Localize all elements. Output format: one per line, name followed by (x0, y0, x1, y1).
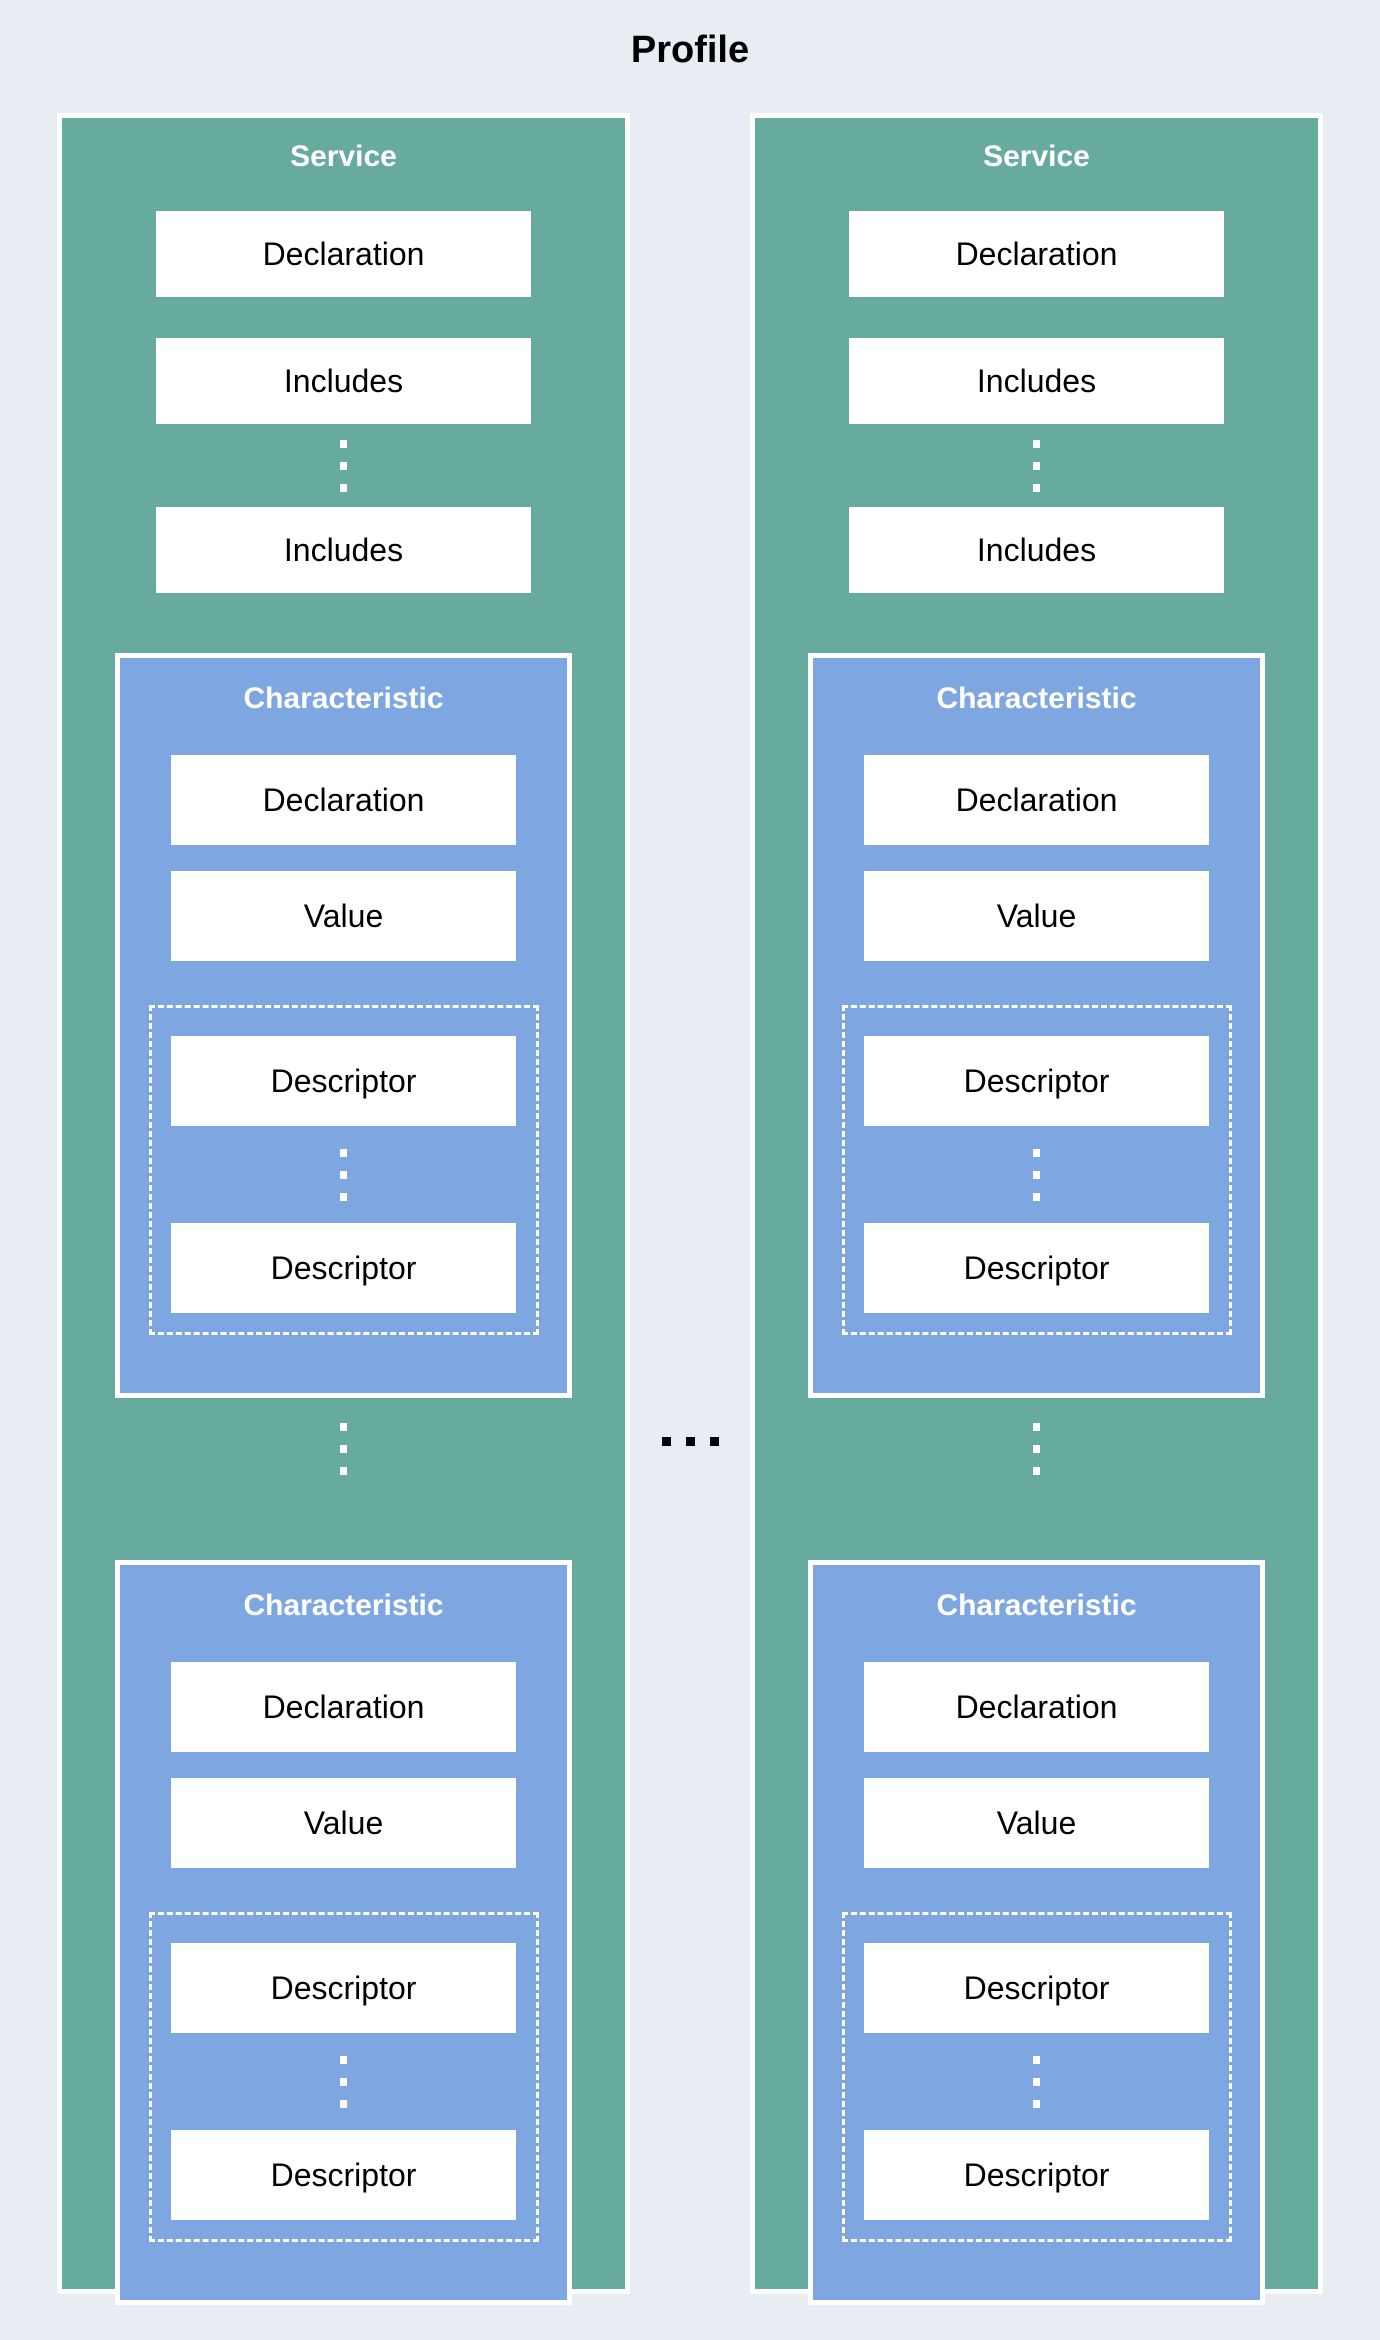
descriptor-box: Descriptor (864, 1943, 1209, 2033)
descriptor-box: Descriptor (171, 1223, 516, 1313)
characteristic-declaration-box: Declaration (171, 1662, 516, 1752)
characteristic-title: Characteristic (936, 1589, 1137, 1622)
characteristic-value-box: Value (864, 871, 1209, 961)
vertical-ellipsis-icon (340, 1398, 347, 1500)
vertical-ellipsis-icon (1033, 424, 1040, 507)
descriptors-group: Descriptor Descriptor (148, 1005, 539, 1335)
horizontal-ellipsis-icon (661, 1437, 719, 1446)
descriptor-box: Descriptor (864, 2130, 1209, 2220)
characteristic-value-box: Value (864, 1778, 1209, 1868)
descriptors-group: Descriptor Descriptor (148, 1912, 539, 2242)
descriptors-group: Descriptor Descriptor (841, 1912, 1232, 2242)
vertical-ellipsis-icon (340, 424, 347, 507)
service-declaration-box: Declaration (849, 211, 1224, 297)
descriptor-box: Descriptor (171, 1036, 516, 1126)
vertical-ellipsis-icon (1033, 2033, 1040, 2130)
page-title: Profile (630, 29, 750, 71)
characteristic-title: Characteristic (243, 682, 444, 715)
service-box-1: Service Declaration Includes Includes Ch… (57, 113, 630, 2305)
characteristic-value-box: Value (171, 871, 516, 961)
service-declaration-box: Declaration (156, 211, 531, 297)
service-includes-box: Includes (849, 338, 1224, 424)
descriptors-group: Descriptor Descriptor (841, 1005, 1232, 1335)
characteristic-box: Characteristic Declaration Value Descrip… (115, 1560, 572, 2305)
characteristic-declaration-box: Declaration (864, 755, 1209, 845)
characteristic-declaration-box: Declaration (864, 1662, 1209, 1752)
descriptor-box: Descriptor (864, 1223, 1209, 1313)
characteristic-title: Characteristic (243, 1589, 444, 1622)
vertical-ellipsis-icon (1033, 1126, 1040, 1223)
characteristic-box: Characteristic Declaration Value Descrip… (808, 653, 1265, 1398)
service-box-2: Service Declaration Includes Includes Ch… (750, 113, 1323, 2305)
characteristic-value-box: Value (171, 1778, 516, 1868)
service-includes-box: Includes (156, 338, 531, 424)
characteristic-box: Characteristic Declaration Value Descrip… (115, 653, 572, 1398)
service-includes-box: Includes (156, 507, 531, 593)
service-title: Service (983, 140, 1090, 173)
vertical-ellipsis-icon (1033, 1398, 1040, 1500)
descriptor-box: Descriptor (864, 1036, 1209, 1126)
characteristic-box: Characteristic Declaration Value Descrip… (808, 1560, 1265, 2305)
services-row: Service Declaration Includes Includes Ch… (57, 113, 1324, 2305)
vertical-ellipsis-icon (340, 2033, 347, 2130)
characteristic-declaration-box: Declaration (171, 755, 516, 845)
services-gap (630, 113, 750, 2294)
descriptor-box: Descriptor (171, 1943, 516, 2033)
service-includes-box: Includes (849, 507, 1224, 593)
characteristic-title: Characteristic (936, 682, 1137, 715)
vertical-ellipsis-icon (340, 1126, 347, 1223)
descriptor-box: Descriptor (171, 2130, 516, 2220)
service-title: Service (290, 140, 397, 173)
